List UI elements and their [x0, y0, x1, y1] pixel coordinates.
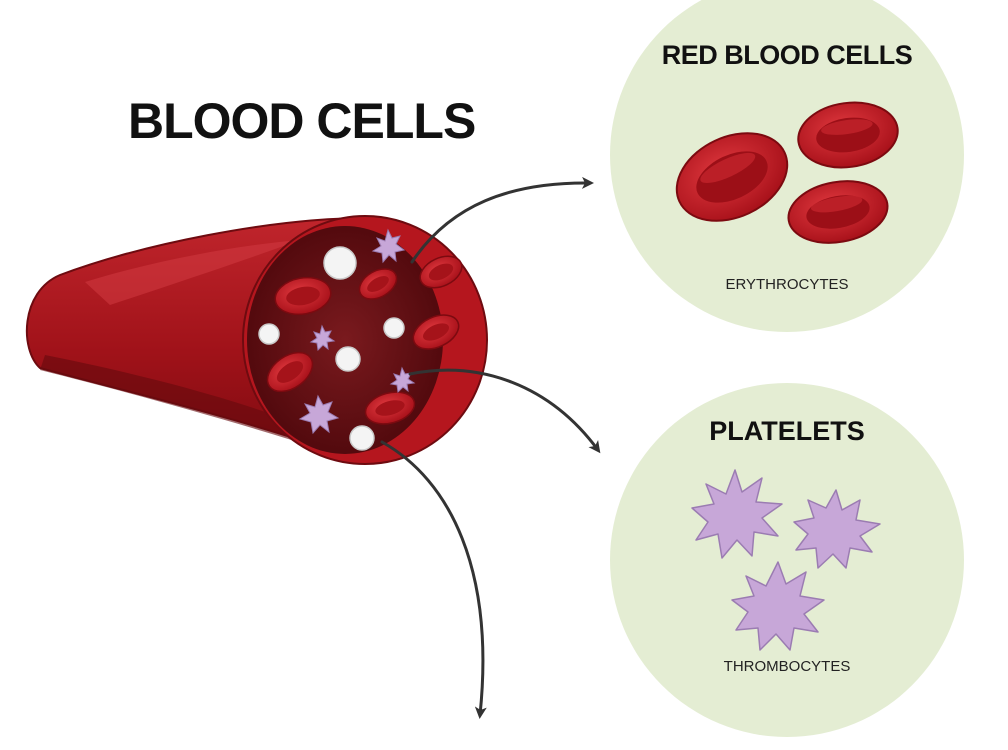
panel-platelet — [731, 561, 825, 651]
arrow-downward — [380, 440, 487, 719]
platelet-small — [371, 228, 406, 264]
panel-rbc — [787, 180, 889, 244]
wbc-cell — [323, 246, 357, 280]
arrow-to-platelets — [408, 368, 601, 454]
page-title: BLOOD CELLS — [128, 93, 476, 149]
rbc-panel-title: RED BLOOD CELLS — [661, 40, 913, 70]
panel-platelet — [691, 469, 783, 559]
platelet-small — [298, 394, 340, 435]
platelet-panel-title: PLATELETS — [709, 416, 865, 446]
platelet-panel-subtitle: THROMBOCYTES — [723, 658, 851, 675]
rbc-panel-subtitle: ERYTHROCYTES — [725, 276, 849, 293]
wbc-cell — [383, 317, 405, 339]
vessel-platelets — [298, 228, 416, 435]
wbc-cell — [335, 346, 361, 372]
arrow-to-red-blood-cells — [410, 176, 594, 264]
rbc-cell — [266, 351, 314, 393]
wbc-cell — [349, 425, 375, 451]
panel-platelet — [793, 489, 881, 569]
rbc-cell — [274, 276, 332, 316]
vessel-shadow — [40, 355, 340, 452]
panel-red-blood-cells — [675, 101, 899, 244]
platelet-small — [309, 324, 336, 352]
vessel-white-blood-cells — [258, 246, 405, 451]
panel-platelets — [691, 469, 881, 651]
rbc-cell — [412, 314, 460, 350]
arrows — [380, 176, 601, 719]
rbc-cell — [419, 255, 463, 289]
rbc-cell — [364, 391, 416, 425]
platelet-panel-background — [610, 383, 964, 737]
panel-rbc — [797, 101, 899, 169]
rbc-cell — [358, 268, 398, 300]
panel-rbc — [675, 132, 789, 222]
wbc-cell — [258, 323, 280, 345]
vessel-highlight — [85, 240, 300, 305]
vessel-red-blood-cells — [266, 255, 463, 425]
